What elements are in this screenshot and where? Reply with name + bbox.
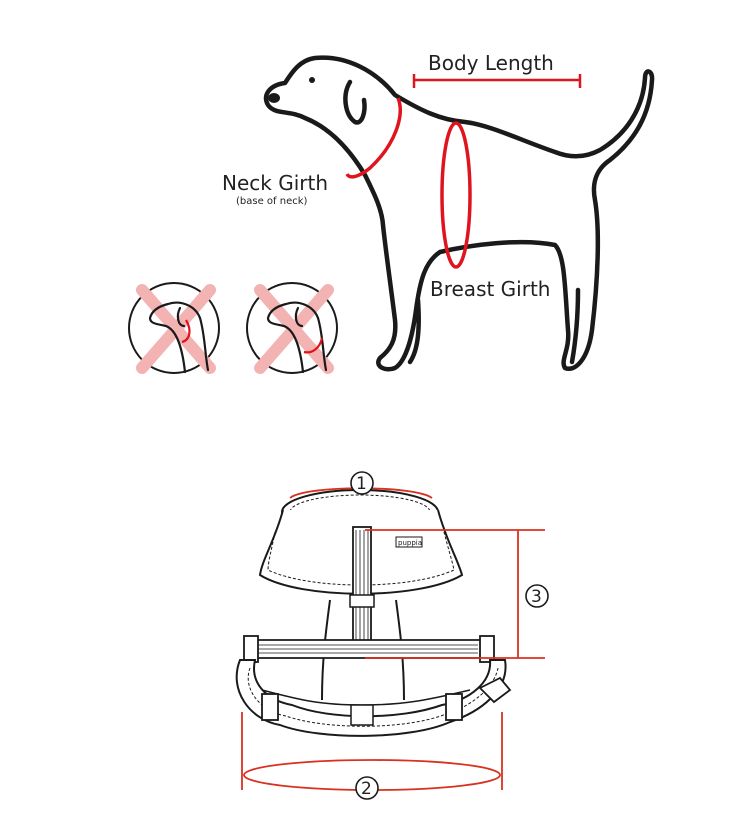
breast-girth-mark	[440, 121, 472, 269]
marker-1-label: 1	[356, 474, 367, 494]
marker-2-label: 2	[361, 779, 372, 799]
neck-measure-marker: 1	[289, 471, 433, 499]
dog-outline	[263, 55, 655, 372]
breast-girth-label: Breast Girth	[430, 277, 550, 301]
neck-girth-label: Neck Girth	[222, 171, 328, 195]
length-measure-marker: 3	[365, 529, 549, 659]
body-length-mark	[412, 74, 582, 88]
neck-girth-note: (base of neck)	[236, 196, 308, 207]
wrong-example-1	[128, 282, 220, 374]
chest-measure-marker: 2	[241, 712, 503, 800]
body-length-label: Body Length	[428, 51, 554, 75]
brand-tag-text: puppia	[398, 539, 422, 547]
neck-girth-mark	[345, 97, 402, 179]
dog-nose	[268, 93, 280, 103]
brand-tag	[395, 536, 423, 548]
marker-3-label: 3	[531, 587, 542, 607]
wrong-example-2	[246, 282, 338, 374]
harness-drawing: puppia	[235, 489, 512, 737]
dog-eye	[309, 77, 315, 83]
